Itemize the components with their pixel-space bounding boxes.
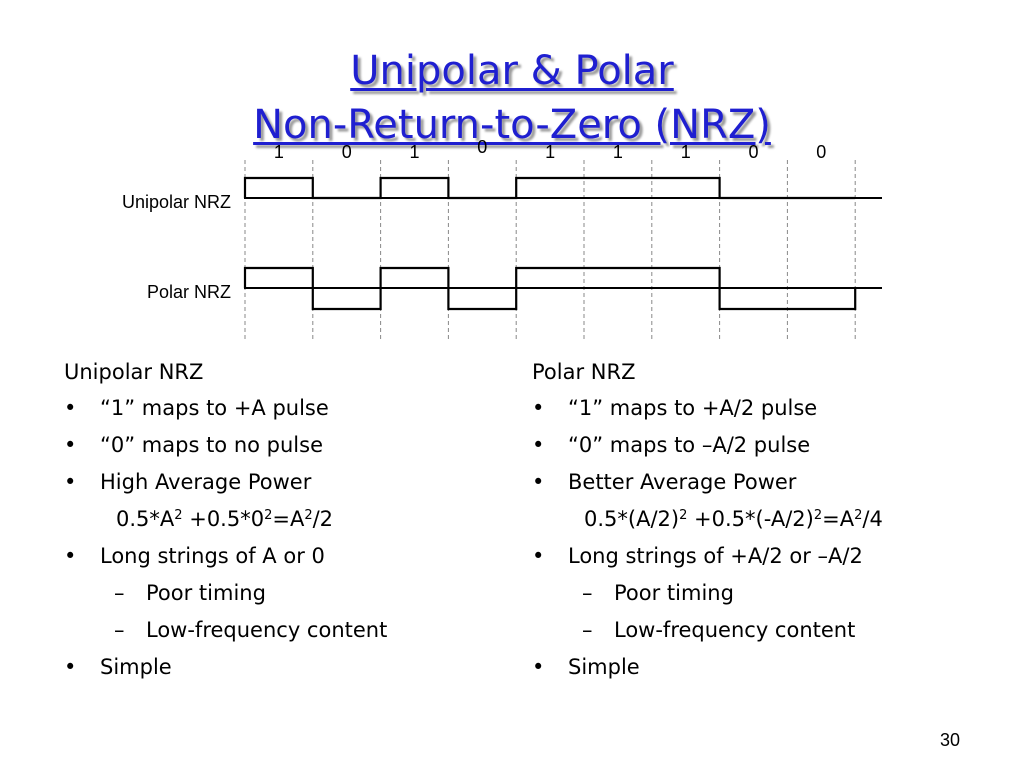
list-item: • “1” maps to +A/2 pulse [532,390,1012,427]
list-item-text: Better Average Power [568,470,797,494]
sub-item-text: Low-frequency content [614,618,856,642]
list-item: • Simple [64,649,504,686]
unipolar-column: Unipolar NRZ • “1” maps to +A pulse • “0… [64,354,504,686]
list-item-text: Long strings of A or 0 [100,544,325,568]
list-item-text: “0” maps to no pulse [100,433,323,457]
unipolar-label: Unipolar NRZ [122,192,231,212]
list-item-text: Long strings of +A/2 or –A/2 [568,544,863,568]
sub-item-text: Low-frequency content [146,618,388,642]
bit-boundary-lines [244,160,856,340]
list-item: • “0” maps to no pulse [64,427,504,464]
sub-item: – Poor timing [532,575,1012,612]
title-line-1: Unipolar & Polar [350,48,674,94]
dash-marker: – [114,618,125,642]
bullet: • [532,433,545,457]
bit-label: 1 [613,142,623,162]
list-item-text: Simple [100,655,172,679]
unipolar-power-formula: 0.5*A2 +0.5*02=A2/2 [116,507,334,531]
list-item-text: High Average Power [100,470,312,494]
bullet: • [64,396,77,420]
list-item: • “1” maps to +A pulse [64,390,504,427]
list-item: • Long strings of +A/2 or –A/2 [532,538,1012,575]
bullet: • [64,470,77,494]
list-item-text: “1” maps to +A/2 pulse [568,396,818,420]
dash-marker: – [582,618,593,642]
bullet: • [532,655,545,679]
list-item: • “0” maps to –A/2 pulse [532,427,1012,464]
bit-label: 1 [409,142,419,162]
list-item-text: Simple [568,655,640,679]
polar-label: Polar NRZ [147,282,231,302]
bit-label: 1 [681,142,691,162]
nrz-diagram: 1 0 1 0 1 1 1 0 0 Unipolar NRZ Polar NRZ [122,137,882,340]
sub-item: – Low-frequency content [532,612,1012,649]
list-item-text: “1” maps to +A pulse [100,396,329,420]
list-item: • Simple [532,649,1012,686]
list-item: • Better Average Power [532,464,1012,501]
list-item: • Long strings of A or 0 [64,538,504,575]
polar-power-formula: 0.5*(A/2)2 +0.5*(-A/2)2=A2/4 [584,507,883,531]
bullet: • [532,544,545,568]
bit-label: 1 [545,142,555,162]
unipolar-waveform [243,176,856,200]
polar-waveform [243,266,857,311]
list-item-text: “0” maps to –A/2 pulse [568,433,811,457]
bullet: • [64,544,77,568]
bullet: • [532,470,545,494]
sub-item-text: Poor timing [146,581,266,605]
sub-item: – Low-frequency content [64,612,504,649]
polar-heading: Polar NRZ [532,360,636,384]
bit-labels: 1 0 1 0 1 1 1 0 0 [274,137,826,162]
bit-label: 0 [748,142,758,162]
formula-row: 0.5*A2 +0.5*02=A2/2 [64,501,504,538]
dash-marker: – [582,581,593,605]
bit-label: 0 [342,142,352,162]
dash-marker: – [114,581,125,605]
list-item: • High Average Power [64,464,504,501]
sub-item-text: Poor timing [614,581,734,605]
bit-label: 0 [477,137,487,157]
polar-column: Polar NRZ • “1” maps to +A/2 pulse • “0”… [532,354,1012,686]
title-line-2: Non-Return-to-Zero (NRZ) [253,102,771,148]
bullet: • [64,433,77,457]
unipolar-heading: Unipolar NRZ [64,360,204,384]
bit-label: 0 [816,142,826,162]
sub-item: – Poor timing [64,575,504,612]
bullet: • [64,655,77,679]
bullet: • [532,396,545,420]
formula-row: 0.5*(A/2)2 +0.5*(-A/2)2=A2/4 [532,501,1012,538]
bit-label: 1 [274,142,284,162]
page-number: 30 [940,730,961,750]
